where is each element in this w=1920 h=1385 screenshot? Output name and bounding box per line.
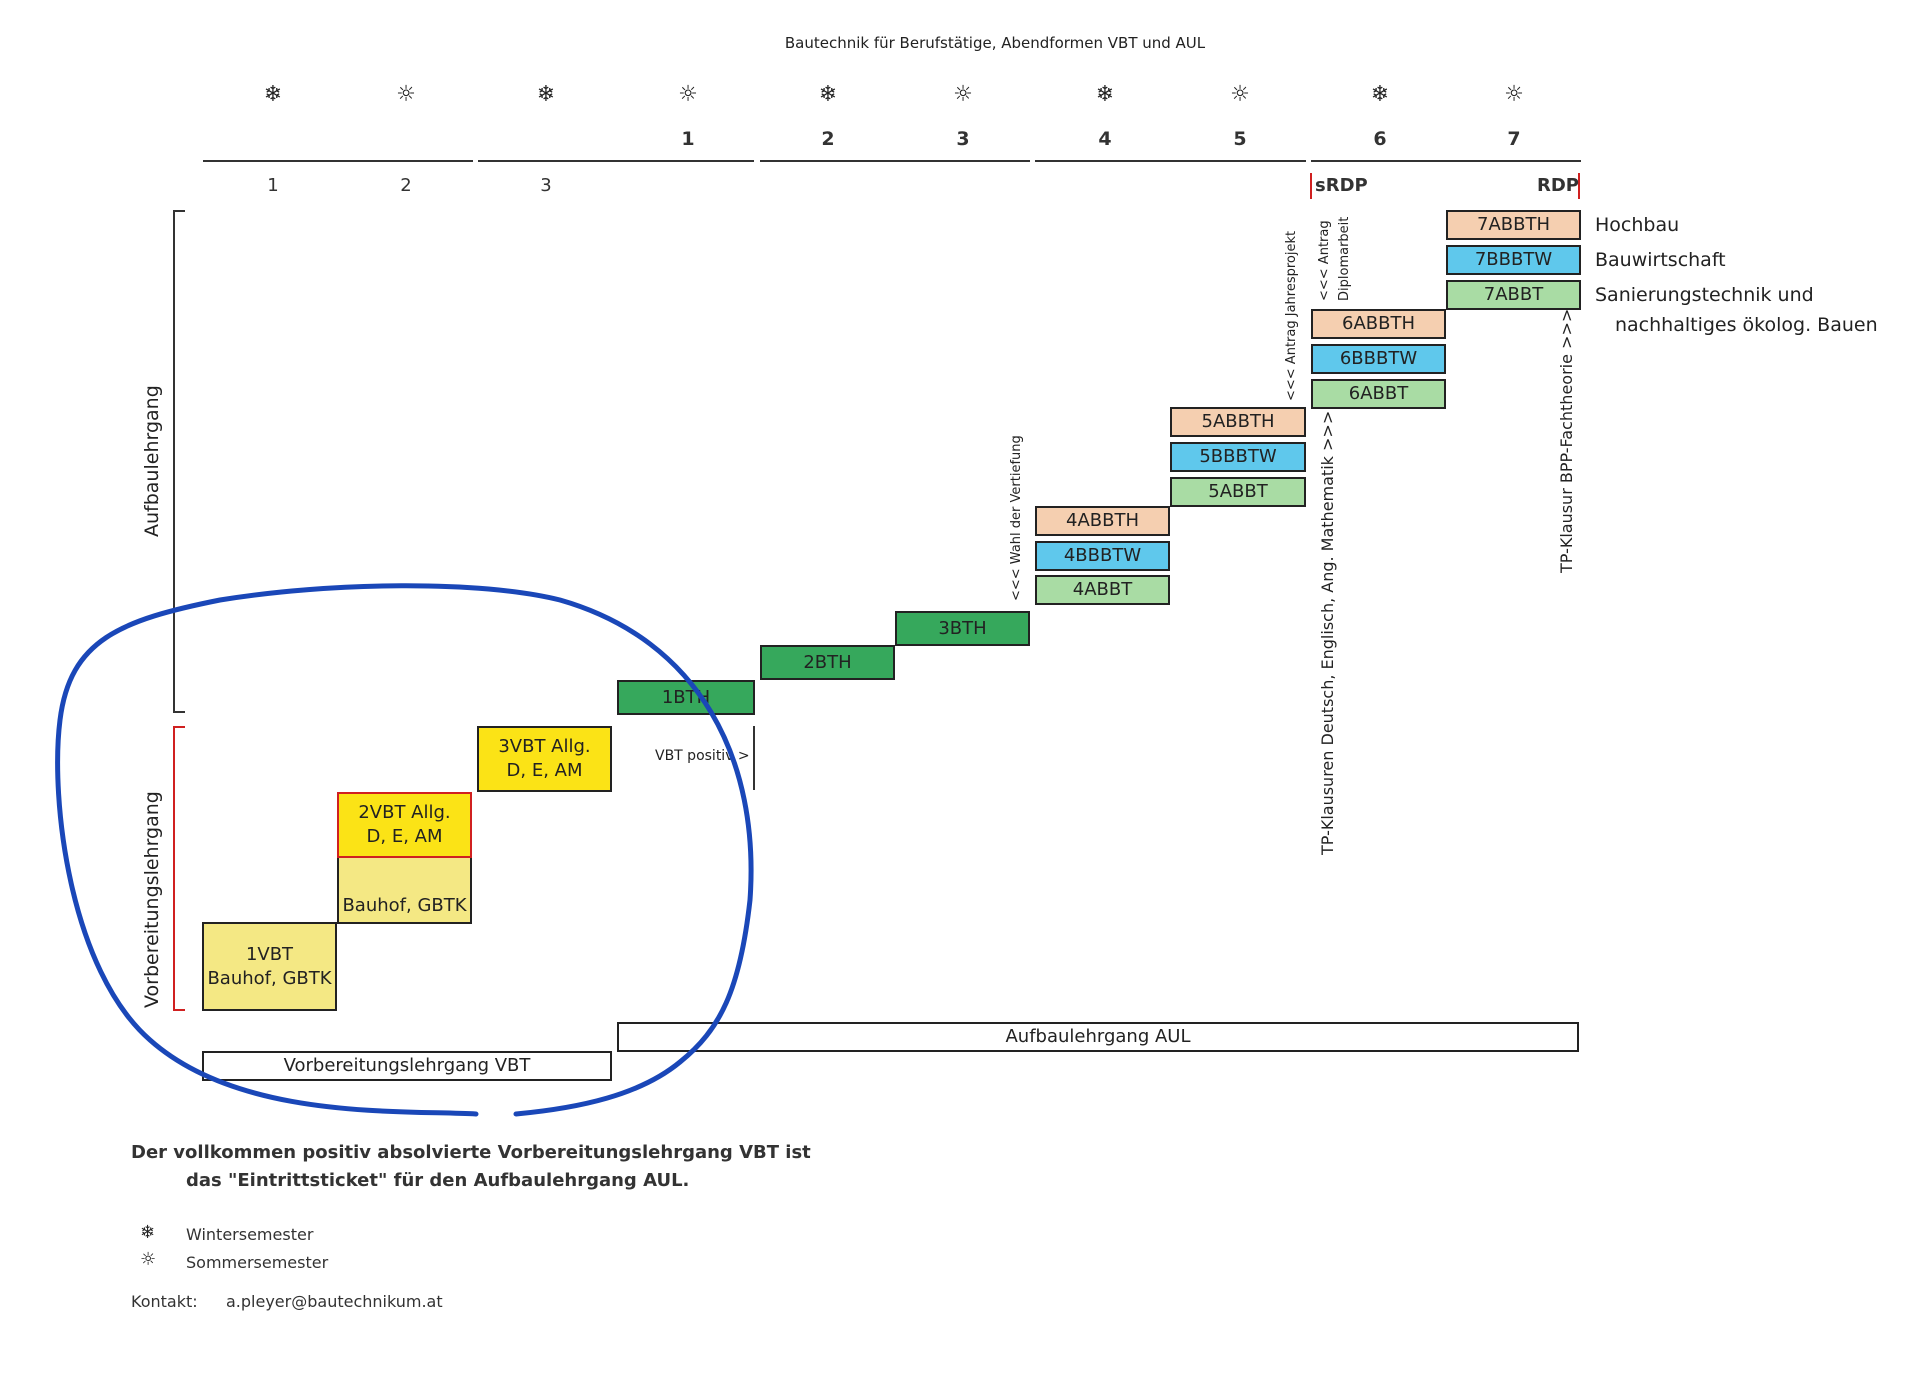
bar-aul: Aufbaulehrgang AUL (617, 1022, 1579, 1052)
contact-label: Kontakt: (131, 1292, 198, 1311)
box-3vbt: 3VBT Allg. D, E, AM (477, 726, 612, 792)
header-line (760, 160, 1030, 162)
aufbau-bracket (173, 210, 185, 713)
vbt-semester-number: 3 (540, 175, 552, 196)
contact-email[interactable]: a.pleyer@bautechnikum.at (226, 1292, 443, 1311)
box-5abbt: 5ABBT (1170, 477, 1306, 507)
box-5bbbtw: 5BBBTW (1170, 442, 1306, 472)
box-4abbth: 4ABBTH (1035, 506, 1170, 536)
header-line (1035, 160, 1306, 162)
box-4abbt: 4ABBT (1035, 575, 1170, 605)
diagram-title: Bautechnik für Berufstätige, Abendformen… (784, 34, 1206, 52)
box-2vbt-bauhof-label: Bauhof, GBTK (342, 895, 467, 916)
footnote-line1: Der vollkommen positiv absolvierte Vorbe… (131, 1142, 811, 1163)
header-line (478, 160, 754, 162)
vbt-positiv-line (753, 726, 755, 790)
box-1vbt: 1VBT Bauhof, GBTK (202, 922, 337, 1011)
branch-bauwirtschaft: Bauwirtschaft (1595, 249, 1726, 271)
box-1vbt-line2: Bauhof, GBTK (207, 967, 332, 989)
sun-icon: ☼ (953, 82, 973, 107)
header-line (203, 160, 473, 162)
vorbereitung-bracket (173, 726, 185, 1011)
rdp-label: RDP (1537, 175, 1579, 196)
box-6abbth: 6ABBTH (1311, 309, 1446, 339)
sun-icon: ☼ (1230, 82, 1250, 107)
box-6bbbtw: 6BBBTW (1311, 344, 1446, 374)
snowflake-icon: ❄ (140, 1222, 156, 1243)
semester-number: 1 (681, 128, 695, 150)
semester-number: 3 (956, 128, 970, 150)
sun-icon: ☼ (1504, 82, 1524, 107)
box-3vbt-line2: D, E, AM (506, 760, 583, 781)
box-4bbbtw: 4BBBTW (1035, 541, 1170, 571)
box-2bth: 2BTH (760, 645, 895, 680)
sun-icon: ☼ (678, 82, 698, 107)
branch-sanierung-line2: nachhaltiges ökolog. Bauen (1615, 314, 1878, 336)
branch-sanierung-line1: Sanierungstechnik und (1595, 284, 1814, 306)
bar-vbt: Vorbereitungslehrgang VBT (202, 1051, 612, 1081)
box-7abbt: 7ABBT (1446, 280, 1581, 310)
branch-hochbau: Hochbau (1595, 214, 1680, 236)
legend-summer: Sommersemester (186, 1253, 329, 1272)
box-3vbt-line1: 3VBT Allg. (498, 736, 591, 757)
box-2vbt-line1: 2VBT Allg. (358, 802, 451, 823)
semester-number: 2 (821, 128, 835, 150)
snowflake-icon: ❄ (536, 82, 556, 107)
vbt-positiv-note: VBT positiv > (655, 748, 750, 764)
box-1bth: 1BTH (617, 680, 755, 715)
srdp-label: sRDP (1315, 175, 1368, 196)
header-line (1311, 160, 1581, 162)
box-1vbt-line1: 1VBT (245, 943, 294, 965)
rdp-marker (1578, 173, 1580, 199)
box-5abbth: 5ABBTH (1170, 407, 1306, 437)
box-2vbt-line2: D, E, AM (366, 826, 443, 847)
semester-number: 7 (1507, 128, 1521, 150)
box-6abbt: 6ABBT (1311, 379, 1446, 409)
box-7bbbtw: 7BBBTW (1446, 245, 1581, 275)
box-7abbth: 7ABBTH (1446, 210, 1581, 240)
semester-number: 6 (1373, 128, 1387, 150)
semester-number: 4 (1098, 128, 1112, 150)
sun-icon: ☼ (396, 82, 416, 107)
srdp-marker (1310, 173, 1312, 199)
snowflake-icon: ❄ (263, 82, 283, 107)
footnote-line2: das "Eintrittsticket" für den Aufbaulehr… (186, 1170, 690, 1191)
box-2vbt: 2VBT Allg. D, E, AM (337, 792, 472, 858)
sun-icon: ☼ (140, 1249, 157, 1270)
semester-number: 5 (1233, 128, 1247, 150)
legend-winter: Wintersemester (186, 1225, 314, 1244)
vbt-semester-number: 2 (400, 175, 412, 196)
snowflake-icon: ❄ (818, 82, 838, 107)
snowflake-icon: ❄ (1370, 82, 1390, 107)
vbt-semester-number: 1 (267, 175, 279, 196)
box-3bth: 3BTH (895, 611, 1030, 646)
snowflake-icon: ❄ (1095, 82, 1115, 107)
